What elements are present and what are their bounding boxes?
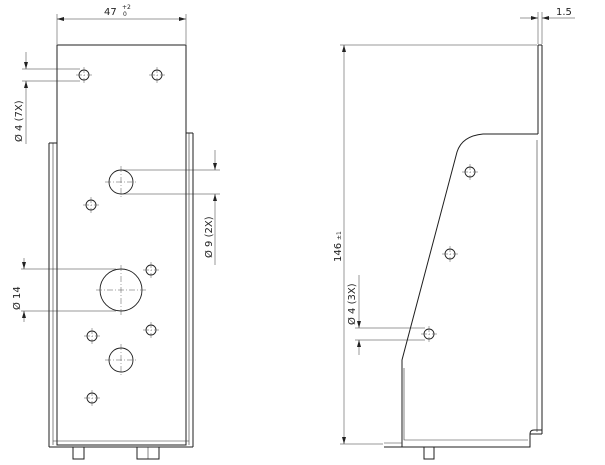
dim-hole-d9: Ø 9 (2X) xyxy=(123,150,220,265)
dim-hole-d4-front-label: Ø 4 (7X) xyxy=(13,100,25,142)
dim-hole-d4-side: Ø 4 (3X) xyxy=(346,275,425,355)
side-flange-profile xyxy=(401,133,542,448)
dim-height: 146 ±1 xyxy=(333,44,537,445)
dim-thickness: 1.5 xyxy=(520,7,575,44)
side-hole-d4-2 xyxy=(442,246,458,262)
side-hole-d4-1 xyxy=(462,164,478,180)
side-flange-inner xyxy=(403,368,528,441)
hole-d4-3 xyxy=(83,197,99,213)
hole-d14 xyxy=(96,265,146,315)
dim-hole-d4-side-label: Ø 4 (3X) xyxy=(346,283,358,325)
dim-hole-d9-label: Ø 9 (2X) xyxy=(203,216,215,258)
hole-d9-2 xyxy=(105,344,137,376)
dim-height-value: 146 xyxy=(333,243,344,262)
side-hole-d4-3 xyxy=(421,326,437,342)
dim-hole-d14: Ø 14 xyxy=(11,258,116,322)
hole-d4-4 xyxy=(143,262,159,278)
foot-tab-left xyxy=(72,446,85,460)
dim-thickness-value: 1.5 xyxy=(556,7,572,18)
base-bend xyxy=(529,429,542,435)
hole-d9-1 xyxy=(105,166,137,198)
dim-hole-d4-front: Ø 4 (7X) xyxy=(13,52,80,144)
dim-width-value: 47 xyxy=(104,7,117,18)
hole-d4-1 xyxy=(76,67,92,83)
dim-width-tol-lower: 0 xyxy=(123,11,127,18)
front-plate-outline xyxy=(56,44,187,446)
front-view xyxy=(48,44,194,460)
hole-d4-6 xyxy=(143,322,159,338)
hole-d4-5 xyxy=(84,328,100,344)
dim-hole-d14-label: Ø 14 xyxy=(11,286,23,310)
side-view xyxy=(384,44,543,460)
hole-d4-2 xyxy=(149,67,165,83)
dim-width-tol-upper: +2 xyxy=(122,4,131,11)
dim-width: 47 +2 0 xyxy=(56,4,187,44)
side-foot-tab xyxy=(423,446,435,460)
dim-height-tol: ±1 xyxy=(336,231,343,240)
hole-d4-7 xyxy=(84,390,100,406)
